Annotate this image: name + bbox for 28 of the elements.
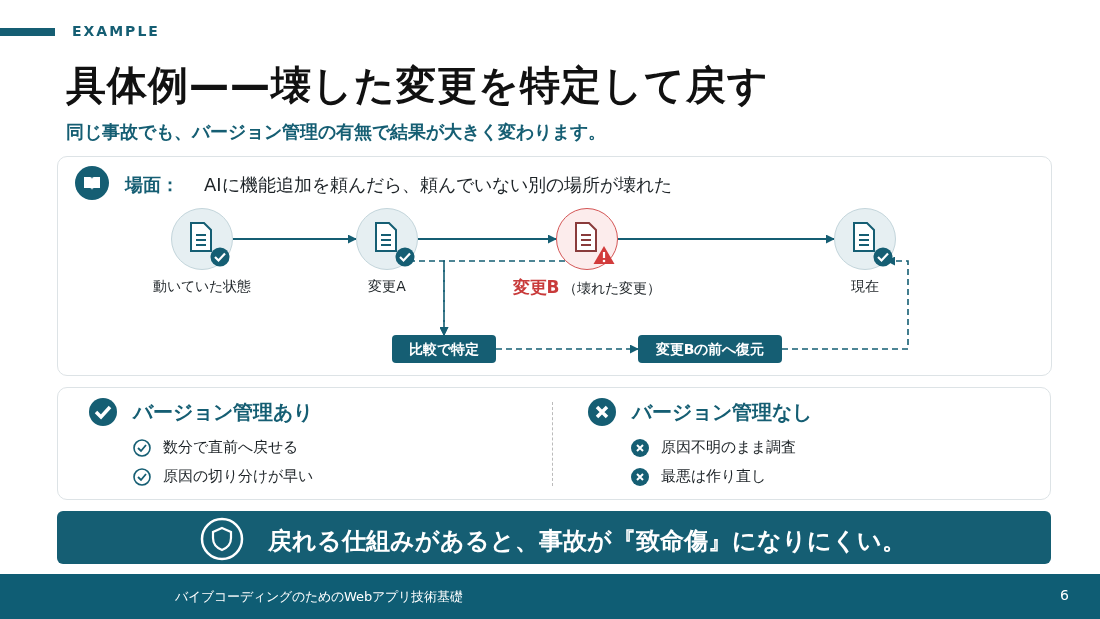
subtitle: 同じ事故でも、バージョン管理の有無で結果が大きく変わります。 — [66, 120, 606, 144]
banner-message: 戻れる仕組みがあると、事故が『致命傷』になりにくい。 — [268, 526, 906, 557]
dashed-arrow — [439, 260, 566, 336]
section-label: EXAMPLE — [72, 23, 160, 39]
dashed-arrow — [781, 256, 909, 350]
step-tag: 変更Bの前へ復元 — [638, 335, 782, 363]
slide-title: 具体例——壊した変更を特定して戻す — [66, 61, 769, 110]
list-item: 最悪は作り直し — [661, 467, 766, 486]
node-caption: 変更B — [512, 277, 560, 297]
scene-panel — [57, 156, 1052, 376]
column-heading: バージョン管理なし — [632, 399, 812, 426]
list-item: 数分で直前へ戻せる — [163, 438, 298, 457]
scene-label: 場面： — [125, 173, 179, 197]
scene-description: AIに機能追加を頼んだら、頼んでいない別の場所が壊れた — [204, 173, 672, 197]
node-caption: 動いていた状態 — [153, 278, 251, 294]
step-tag: 比較で特定 — [392, 335, 496, 363]
list-item: 原因の切り分けが早い — [163, 467, 313, 486]
node-caption: 現在 — [851, 278, 879, 294]
footer-text: バイブコーディングのためのWebアプリ技術基礎 — [175, 588, 464, 606]
column-heading: バージョン管理あり — [133, 399, 313, 426]
list-item: 原因不明のまま調査 — [661, 438, 796, 457]
arrow — [617, 234, 835, 244]
arrow — [417, 234, 557, 244]
node-note: （壊れた変更） — [563, 280, 662, 296]
arrow — [232, 234, 357, 244]
page-number: 6 — [1060, 587, 1069, 603]
dashed-arrow — [495, 344, 639, 354]
node-caption: 変更A — [368, 278, 406, 294]
